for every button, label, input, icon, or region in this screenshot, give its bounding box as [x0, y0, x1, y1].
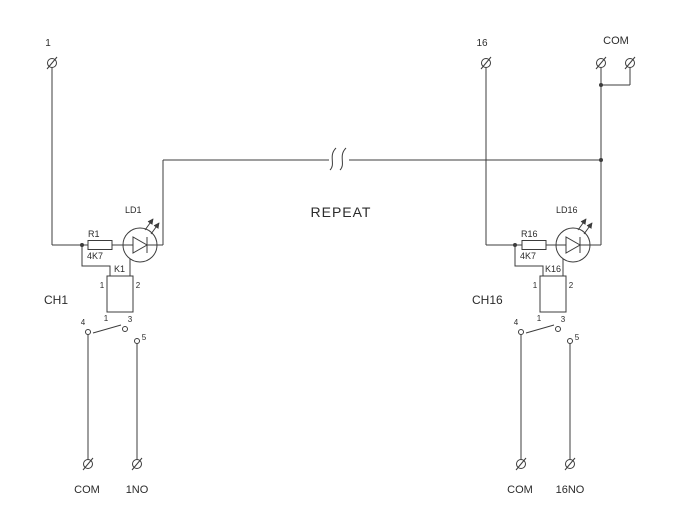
ch16-resistor-label: R16: [521, 229, 538, 239]
ch16-relay-label: K16: [545, 264, 561, 274]
ch1-relay-label: K1: [114, 264, 125, 274]
repeat-label: REPEAT: [311, 204, 372, 220]
ch16-sw-pin-5: 5: [575, 333, 580, 342]
ch16-coil-pin-right: 2: [569, 281, 574, 290]
contact-circle: [122, 326, 128, 332]
junction-dot: [599, 83, 603, 87]
switch-blade: [92, 324, 122, 334]
line-break-icon: [339, 147, 347, 171]
relay-contact-switch: 4 1 3 5: [514, 314, 580, 344]
contact-circle: [518, 329, 524, 335]
ch1-input-number: 1: [45, 38, 51, 49]
light-emission-arrow-icon: [583, 222, 593, 235]
led-icon: [122, 218, 160, 263]
led-anode-triangle: [132, 236, 149, 254]
terminal-slash-icon: [564, 457, 576, 471]
ch16-coil-pin-left: 1: [533, 281, 538, 290]
relay-coil-box: [106, 275, 134, 313]
ch16-input-number: 16: [476, 38, 488, 49]
ch16-com-terminal-label: COM: [507, 484, 533, 496]
ch1-name-label: CH1: [44, 293, 68, 307]
terminal-slash-icon: [131, 457, 143, 471]
ch1-sw-pin-4: 4: [81, 318, 86, 327]
terminal-slash-icon: [624, 56, 636, 70]
ch1-com-terminal-label: COM: [74, 484, 100, 496]
terminal-slash-icon: [515, 457, 527, 471]
ch16-resistor-value: 4K7: [520, 251, 536, 261]
contact-circle: [134, 338, 140, 344]
junction-dot: [599, 158, 603, 162]
channel-1: 1 R1 4K7 LD1 K1 1 2 CH1: [44, 38, 164, 496]
ch1-coil-pin-right: 2: [136, 281, 141, 290]
light-emission-arrow-icon: [150, 222, 160, 235]
line-break-icon: [329, 147, 337, 171]
coil-lead-wire: [81, 245, 111, 276]
switch-blade: [525, 324, 555, 334]
channel-16: 16 R16 4K7 LD16 K16 1 2 CH16: [472, 38, 601, 496]
light-emission-arrow-icon: [577, 218, 587, 231]
coil-lead-wire: [514, 245, 544, 276]
ch1-resistor-label: R1: [88, 229, 100, 239]
relay-contact-switch: 4 1 3 5: [81, 314, 147, 344]
ch1-sw-pin-3: 3: [128, 315, 133, 324]
contact-circle: [85, 329, 91, 335]
ch16-no-terminal-label: 16NO: [556, 484, 585, 496]
led-icon: [555, 218, 593, 263]
light-emission-arrow-icon: [144, 218, 154, 231]
ch16-led-label: LD16: [556, 205, 578, 215]
terminal-slash-icon: [46, 56, 58, 70]
ch1-led-label: LD1: [125, 205, 142, 215]
top-com-terminals: COM: [595, 35, 636, 245]
ch16-sw-pin-4: 4: [514, 318, 519, 327]
ch1-resistor-value: 4K7: [87, 251, 103, 261]
ch16-sw-pin-1: 1: [537, 314, 542, 323]
ch16-sw-pin-3: 3: [561, 315, 566, 324]
led-anode-triangle: [565, 236, 582, 254]
terminal-slash-icon: [480, 56, 492, 70]
relay-coil-box: [539, 275, 567, 313]
contact-circle: [567, 338, 573, 344]
resistor-body: [87, 240, 113, 250]
ch1-no-terminal-label: 1NO: [126, 484, 149, 496]
top-com-label: COM: [603, 35, 629, 47]
ch1-coil-pin-left: 1: [100, 281, 105, 290]
terminal-slash-icon: [595, 56, 607, 70]
common-bus: REPEAT: [163, 147, 601, 220]
terminal-slash-icon: [82, 457, 94, 471]
ch1-sw-pin-5: 5: [142, 333, 147, 342]
ch16-name-label: CH16: [472, 293, 503, 307]
ch1-sw-pin-1: 1: [104, 314, 109, 323]
resistor-body: [521, 240, 547, 250]
contact-circle: [555, 326, 561, 332]
